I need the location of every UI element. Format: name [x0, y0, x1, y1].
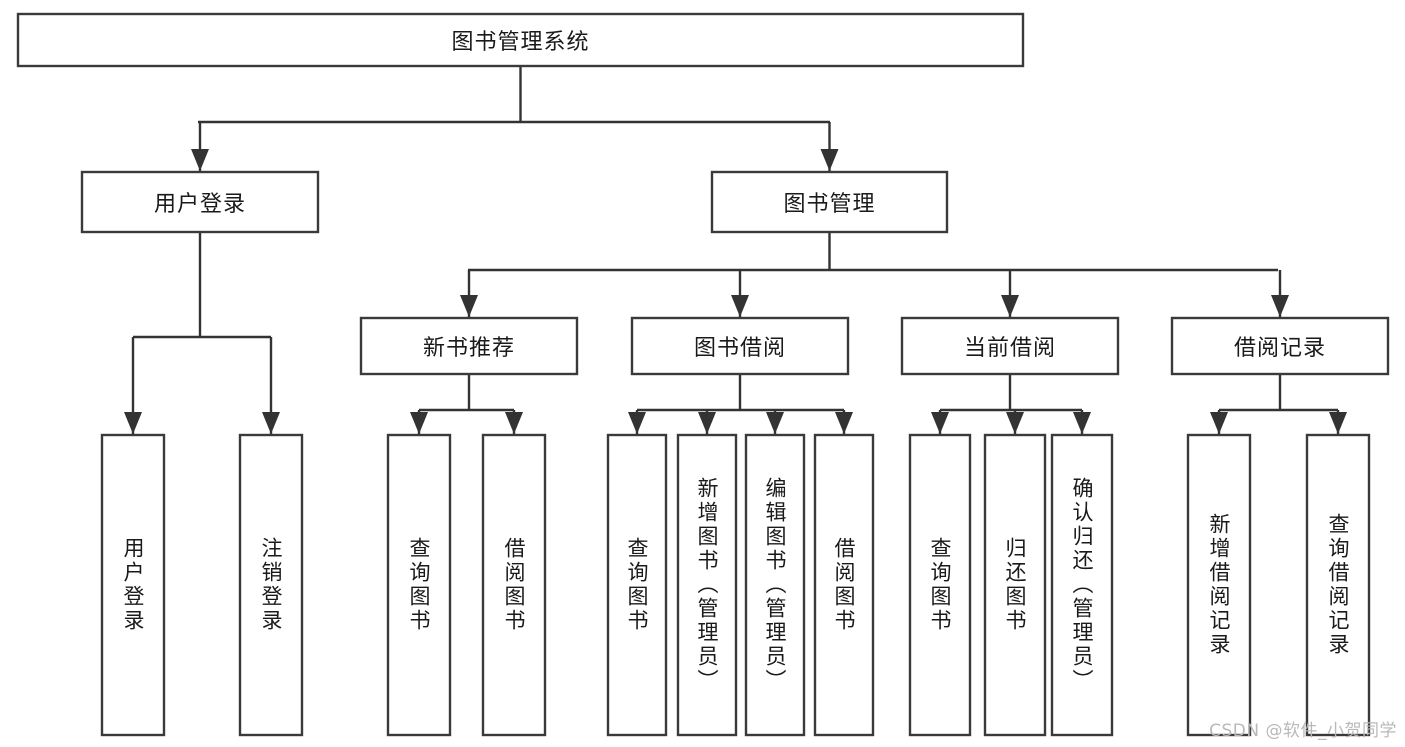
leaf-box-leaf-query-book-rec[interactable] [386, 433, 452, 737]
arrow-head-icon [1006, 412, 1024, 434]
arrow-head-icon [262, 412, 280, 434]
arrow-head-icon [505, 412, 523, 434]
arrow-head-icon [628, 412, 646, 434]
arrow-head-icon [410, 412, 428, 434]
leaf-box-leaf-query-book-brw[interactable] [606, 433, 668, 737]
arrow-head-icon [191, 149, 209, 171]
arrow-head-icon [931, 412, 949, 434]
arrow-head-icon [731, 295, 749, 317]
node-box-user-login[interactable] [80, 170, 320, 234]
leaf-box-leaf-query-record[interactable] [1305, 433, 1371, 737]
arrow-head-icon [124, 412, 142, 434]
connector-layer [124, 66, 1347, 434]
leaf-box-leaf-user-login[interactable] [100, 433, 166, 737]
leaf-box-leaf-borrow-book-rec[interactable] [481, 433, 547, 737]
leaf-box-leaf-logout[interactable] [238, 433, 304, 737]
node-box-book-manage[interactable] [710, 170, 949, 234]
arrow-head-icon [820, 149, 839, 171]
arrow-head-icon [1073, 412, 1091, 434]
arrow-head-icon [766, 412, 784, 434]
leaf-box-leaf-add-book[interactable] [676, 433, 738, 737]
arrow-head-icon [1329, 412, 1347, 434]
arrow-head-icon [1001, 295, 1019, 317]
leaf-box-leaf-return-book[interactable] [983, 433, 1047, 737]
node-box-layer [16, 12, 1390, 737]
node-box-book-borrow[interactable] [630, 316, 850, 376]
node-box-borrow-record[interactable] [1170, 316, 1390, 376]
leaf-box-leaf-add-record[interactable] [1186, 433, 1252, 737]
arrow-head-icon [460, 295, 478, 317]
leaf-box-leaf-borrow-book-brw[interactable] [813, 433, 875, 737]
node-box-new-book-rec[interactable] [359, 316, 579, 376]
leaf-box-leaf-query-book-cur[interactable] [908, 433, 972, 737]
arrow-head-icon [835, 412, 853, 434]
leaf-box-leaf-edit-book[interactable] [744, 433, 806, 737]
root-node-box[interactable] [16, 12, 1025, 68]
arrow-head-icon [1210, 412, 1228, 434]
arrow-head-icon [698, 412, 716, 434]
leaf-box-leaf-confirm-return[interactable] [1050, 433, 1114, 737]
node-box-current-borrow[interactable] [900, 316, 1120, 376]
arrow-head-icon [1271, 295, 1289, 317]
